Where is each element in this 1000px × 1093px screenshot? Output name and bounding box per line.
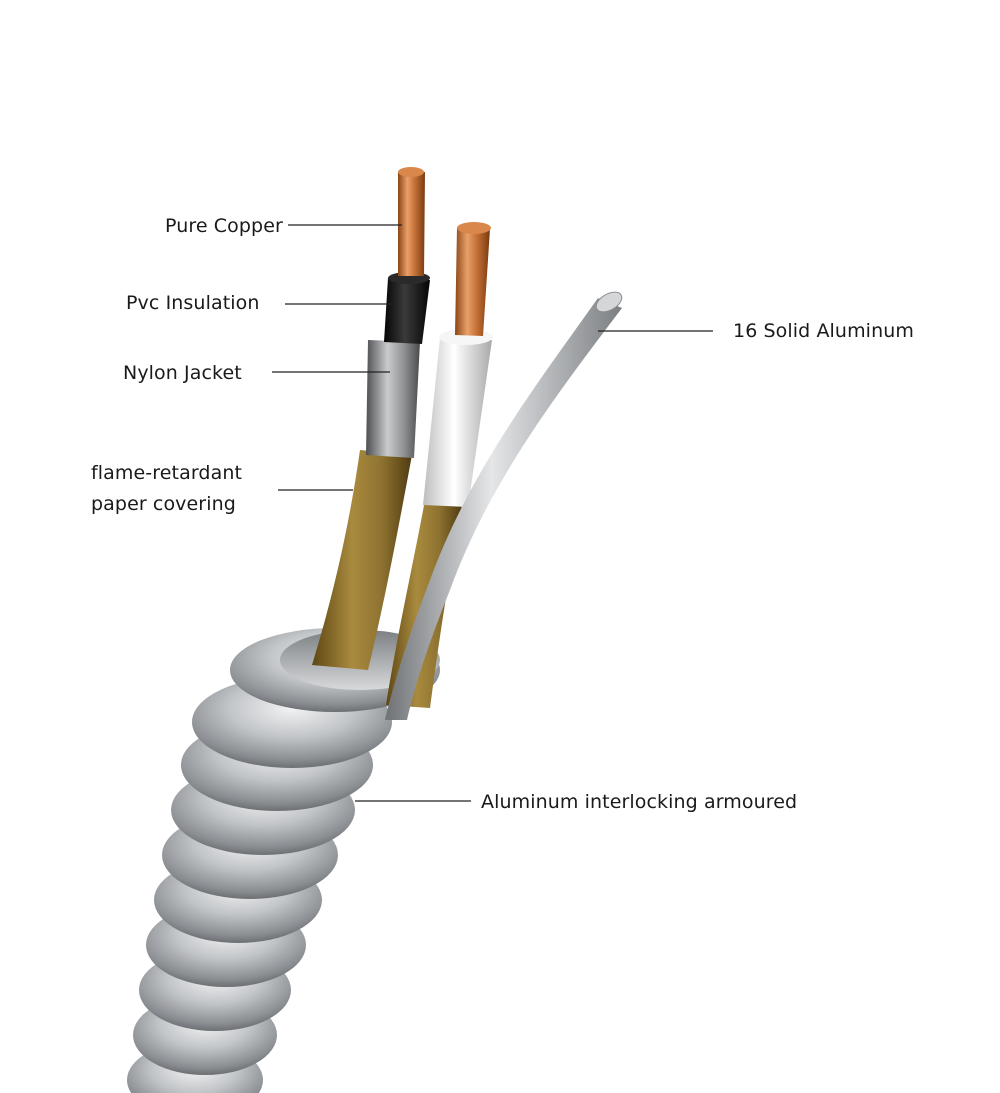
- label-aluminum-armour: Aluminum interlocking armoured: [481, 791, 798, 813]
- label-paper-covering: flame-retardant paper covering: [91, 458, 242, 520]
- label-paper-line2: paper covering: [91, 493, 236, 515]
- label-solid-aluminum: 16 Solid Aluminum: [733, 320, 914, 342]
- label-pvc-insulation: Pvc Insulation: [126, 292, 260, 314]
- label-pure-copper: Pure Copper: [165, 215, 283, 237]
- solid-aluminum-wire: [385, 291, 623, 720]
- label-paper-line1: flame-retardant: [91, 462, 243, 484]
- armour-rings: [127, 628, 440, 1093]
- label-nylon-jacket: Nylon Jacket: [123, 362, 242, 384]
- left-conductor: [312, 167, 430, 670]
